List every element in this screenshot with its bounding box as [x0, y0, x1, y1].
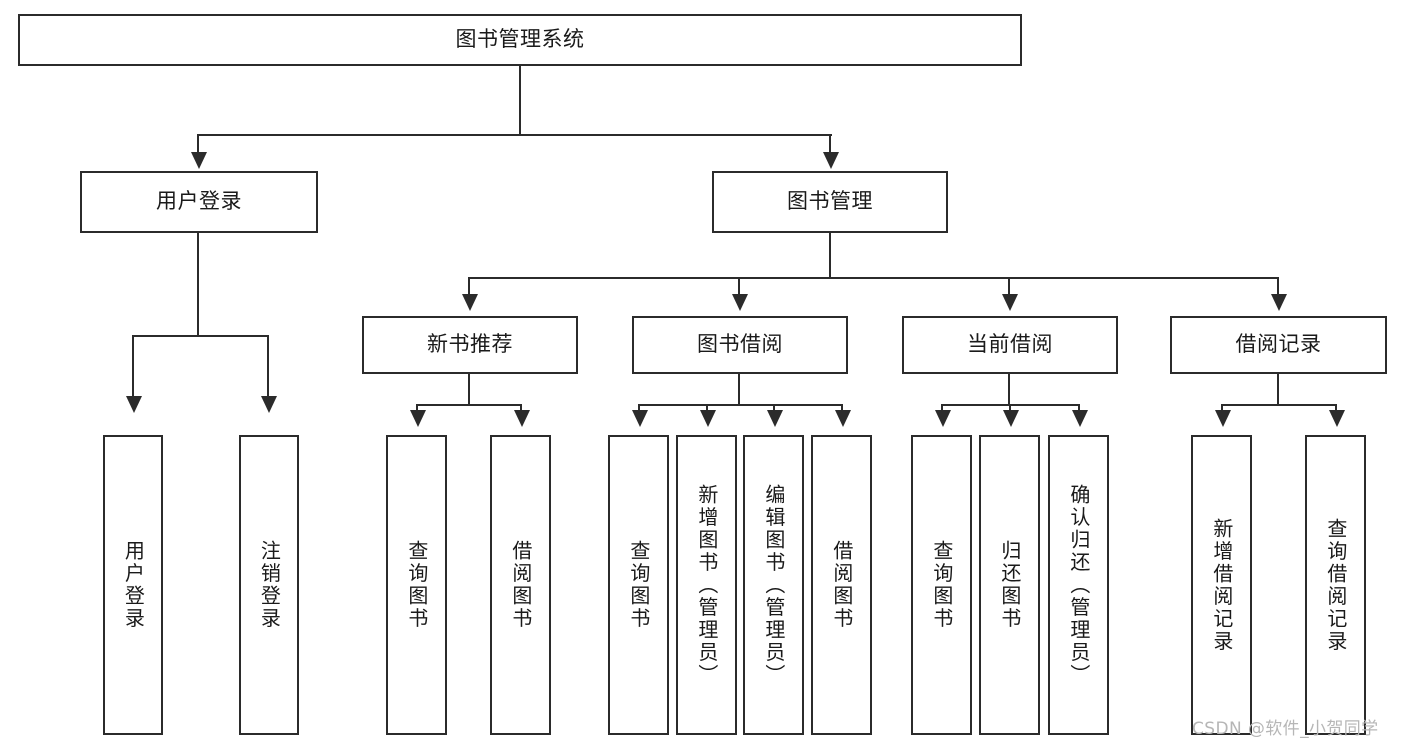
- arrowhead-to-book-borrow: [732, 294, 748, 311]
- arrowhead-to-current-borrow: [1002, 294, 1018, 311]
- node-label: 查询图书: [929, 540, 954, 630]
- arrowhead-to-borrow-record: [1271, 294, 1287, 311]
- connector-user-login-drop-2: [267, 335, 270, 401]
- node-label: 用户登录: [121, 540, 146, 630]
- leaf-borrow-book-2[interactable]: 借阅图书: [811, 435, 872, 735]
- leaf-add-book[interactable]: 新增图书（管理员）: [676, 435, 737, 735]
- connector-book-manage-stem: [829, 233, 832, 279]
- arrowhead-leaf-logout: [261, 396, 277, 413]
- node-borrow-record[interactable]: 借阅记录: [1170, 316, 1387, 374]
- node-label: 注销登录: [257, 540, 282, 630]
- connector-bb-drop-2: [706, 404, 709, 414]
- node-label: 归还图书: [997, 540, 1022, 630]
- connector-nbr-stem: [468, 374, 471, 406]
- arrowhead-leaf-user-login: [126, 396, 142, 413]
- connector-br-drop-2: [1335, 404, 1338, 414]
- node-new-book-recommend[interactable]: 新书推荐: [362, 316, 578, 374]
- leaf-user-login[interactable]: 用户登录: [103, 435, 163, 735]
- node-label: 确认归还（管理员）: [1066, 483, 1091, 687]
- arrowhead-leaf-edit-book: [767, 410, 783, 427]
- connector-root-drop-right: [829, 134, 832, 158]
- connector-bb-drop-3: [773, 404, 776, 414]
- connector-cb-drop-3: [1078, 404, 1081, 414]
- node-root-system[interactable]: 图书管理系统: [18, 14, 1022, 66]
- arrowhead-leaf-return-book: [1003, 410, 1019, 427]
- node-current-borrow[interactable]: 当前借阅: [902, 316, 1118, 374]
- arrowhead-leaf-add-book: [700, 410, 716, 427]
- arrowhead-leaf-query-book-1: [410, 410, 426, 427]
- leaf-query-book-2[interactable]: 查询图书: [608, 435, 669, 735]
- node-label: 借阅图书: [829, 540, 854, 630]
- node-label: 图书借阅: [697, 332, 783, 357]
- node-label: 当前借阅: [967, 332, 1053, 357]
- node-label: 图书管理系统: [455, 27, 585, 52]
- connector-bm-drop-2: [738, 277, 741, 299]
- leaf-query-book-3[interactable]: 查询图书: [911, 435, 972, 735]
- node-label: 新增借阅记录: [1209, 517, 1234, 653]
- connector-user-login-bar: [133, 335, 269, 338]
- node-label: 查询图书: [404, 540, 429, 630]
- connector-nbr-drop-2: [520, 404, 523, 414]
- connector-root-bar: [198, 134, 832, 137]
- node-book-borrow[interactable]: 图书借阅: [632, 316, 848, 374]
- connector-user-login-drop-1: [132, 335, 135, 401]
- node-book-manage[interactable]: 图书管理: [712, 171, 948, 233]
- node-label: 借阅记录: [1235, 332, 1322, 357]
- leaf-add-record[interactable]: 新增借阅记录: [1191, 435, 1252, 735]
- leaf-logout[interactable]: 注销登录: [239, 435, 299, 735]
- leaf-confirm-return[interactable]: 确认归还（管理员）: [1048, 435, 1109, 735]
- connector-root-stem: [519, 66, 522, 136]
- connector-bm-drop-3: [1008, 277, 1011, 299]
- connector-bb-stem: [738, 374, 741, 406]
- arrowhead-leaf-query-book-3: [935, 410, 951, 427]
- node-label: 用户登录: [156, 189, 242, 214]
- leaf-borrow-book-1[interactable]: 借阅图书: [490, 435, 551, 735]
- node-label: 图书管理: [787, 189, 873, 214]
- leaf-query-book-1[interactable]: 查询图书: [386, 435, 447, 735]
- connector-bb-drop-1: [638, 404, 641, 414]
- arrowhead-to-book-manage: [823, 152, 839, 169]
- connector-bb-bar: [639, 404, 843, 407]
- arrowhead-to-new-book-recommend: [462, 294, 478, 311]
- arrowhead-leaf-add-record: [1215, 410, 1231, 427]
- connector-cb-drop-2: [1009, 404, 1012, 414]
- connector-cb-drop-1: [941, 404, 944, 414]
- connector-root-drop-left: [197, 134, 200, 158]
- connector-bb-drop-4: [841, 404, 844, 414]
- node-label: 新书推荐: [427, 332, 513, 357]
- connector-nbr-bar: [417, 404, 521, 407]
- leaf-return-book[interactable]: 归还图书: [979, 435, 1040, 735]
- arrowhead-leaf-query-record: [1329, 410, 1345, 427]
- connector-bm-drop-1: [468, 277, 471, 299]
- leaf-query-record[interactable]: 查询借阅记录: [1305, 435, 1366, 735]
- connector-cb-stem: [1008, 374, 1011, 406]
- node-label: 查询借阅记录: [1323, 517, 1348, 653]
- connector-user-login-stem: [197, 233, 200, 337]
- leaf-edit-book[interactable]: 编辑图书（管理员）: [743, 435, 804, 735]
- connector-br-stem: [1277, 374, 1280, 406]
- node-label: 借阅图书: [508, 540, 533, 630]
- connector-br-drop-1: [1221, 404, 1224, 414]
- node-label: 新增图书（管理员）: [694, 483, 719, 687]
- arrowhead-to-user-login: [191, 152, 207, 169]
- arrowhead-leaf-borrow-book-1: [514, 410, 530, 427]
- node-label: 查询图书: [626, 540, 651, 630]
- connector-nbr-drop-1: [416, 404, 419, 414]
- arrowhead-leaf-query-book-2: [632, 410, 648, 427]
- node-label: 编辑图书（管理员）: [761, 483, 786, 687]
- arrowhead-leaf-borrow-book-2: [835, 410, 851, 427]
- node-user-login[interactable]: 用户登录: [80, 171, 318, 233]
- connector-book-manage-bar: [469, 277, 1279, 280]
- connector-bm-drop-4: [1277, 277, 1280, 299]
- arrowhead-leaf-confirm-return: [1072, 410, 1088, 427]
- connector-br-bar: [1222, 404, 1336, 407]
